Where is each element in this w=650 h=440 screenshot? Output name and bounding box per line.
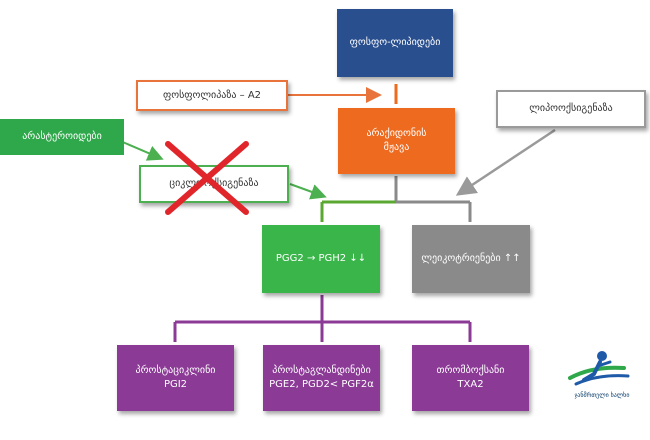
phospholipids-label: ფოსფო-ლიპიდები bbox=[349, 37, 441, 48]
thromboxane-label-line1: თრომბოქსანი bbox=[436, 365, 505, 376]
arachidonic-acid-box: არაქიდონის მჟავა bbox=[338, 108, 455, 174]
leukotrienes-box: ლეიკოტრიენები ↑↑ bbox=[412, 225, 530, 293]
lipox-arrow bbox=[455, 128, 556, 196]
pg-box: PGG2 → PGH2 ↓↓ bbox=[262, 225, 380, 293]
prostaglandins-label-line2: PGE2, PGD2< PGF2α bbox=[269, 379, 374, 390]
logo-text: ჯანმრთელი ხალხი bbox=[574, 392, 630, 399]
prostacyclin-box: პროსტაციკლინი PGI2 bbox=[117, 345, 234, 411]
prostaglandins-label-line1: პროსტაგლანდინები bbox=[272, 365, 371, 376]
prostacyclin-label-line1: პროსტაციკლინი bbox=[135, 365, 216, 376]
nsaid-box: არასტეროიდები bbox=[0, 119, 124, 155]
phospholipase-label: ფოსფოლიპაზა – A2 bbox=[162, 89, 262, 101]
lipoxygenase-box: ლიპოოქსიგენაზა bbox=[496, 90, 646, 128]
prostacyclin-label-line2: PGI2 bbox=[163, 379, 188, 390]
arachidonic-label-line2: მჟავა bbox=[383, 142, 410, 153]
pg-label: PGG2 → PGH2 ↓↓ bbox=[275, 253, 367, 264]
lipoxygenase-label: ლიპოოქსიგენაზა bbox=[529, 103, 613, 114]
cox-arrow bbox=[289, 183, 327, 200]
thromboxane-box: თრომბოქსანი TXA2 bbox=[412, 345, 529, 411]
phospholipase-box: ფოსფოლიპაზა – A2 bbox=[136, 80, 288, 111]
logo: ჯანმრთელი ხალხი bbox=[562, 348, 642, 410]
leukotrienes-label: ლეიკოტრიენები ↑↑ bbox=[421, 253, 521, 264]
running-person-logo-icon bbox=[568, 351, 630, 386]
thromboxane-label-line2: TXA2 bbox=[457, 379, 484, 390]
phospholipids-box: ფოსფო-ლიპიდები bbox=[337, 9, 453, 77]
red-cross-icon bbox=[165, 141, 249, 215]
nsaid-label: არასტეროიდები bbox=[22, 131, 102, 142]
prostaglandins-box: პროსტაგლანდინები PGE2, PGD2< PGF2α bbox=[263, 345, 380, 411]
arachidonic-label-line1: არაქიდონის bbox=[366, 128, 427, 139]
nsaid-arrow bbox=[117, 139, 164, 161]
